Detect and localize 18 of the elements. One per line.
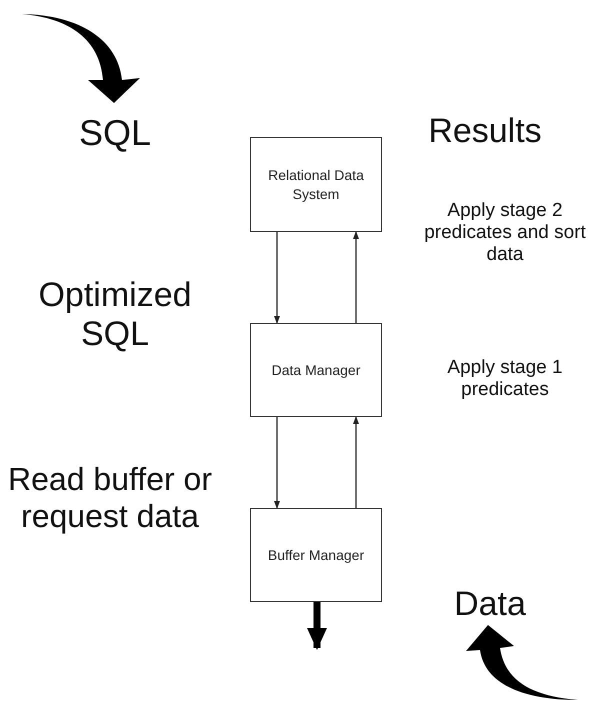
annotation-text: Data: [453, 585, 527, 624]
annotation-text: Read buffer or request data: [7, 461, 213, 535]
process-box: [250, 137, 382, 232]
box-label: Buffer Manager: [266, 546, 366, 564]
annotation-text: Optimized SQL: [37, 276, 193, 354]
annotation-text: Apply stage 1 predicates: [446, 357, 564, 401]
annotation-text: Apply stage 2 predicates and sort data: [423, 200, 587, 266]
annotation-text: SQL: [78, 112, 152, 154]
arrow: [274, 417, 280, 509]
annotation-text: Results: [427, 112, 543, 152]
arrow: [307, 602, 327, 650]
box-label: Data Manager: [270, 360, 362, 380]
process-box: [250, 508, 382, 602]
box-label: Relational Data System: [267, 166, 365, 203]
arrow: [274, 232, 280, 324]
process-box: [250, 323, 382, 417]
arrow: [353, 231, 359, 323]
arrow: [353, 416, 359, 508]
